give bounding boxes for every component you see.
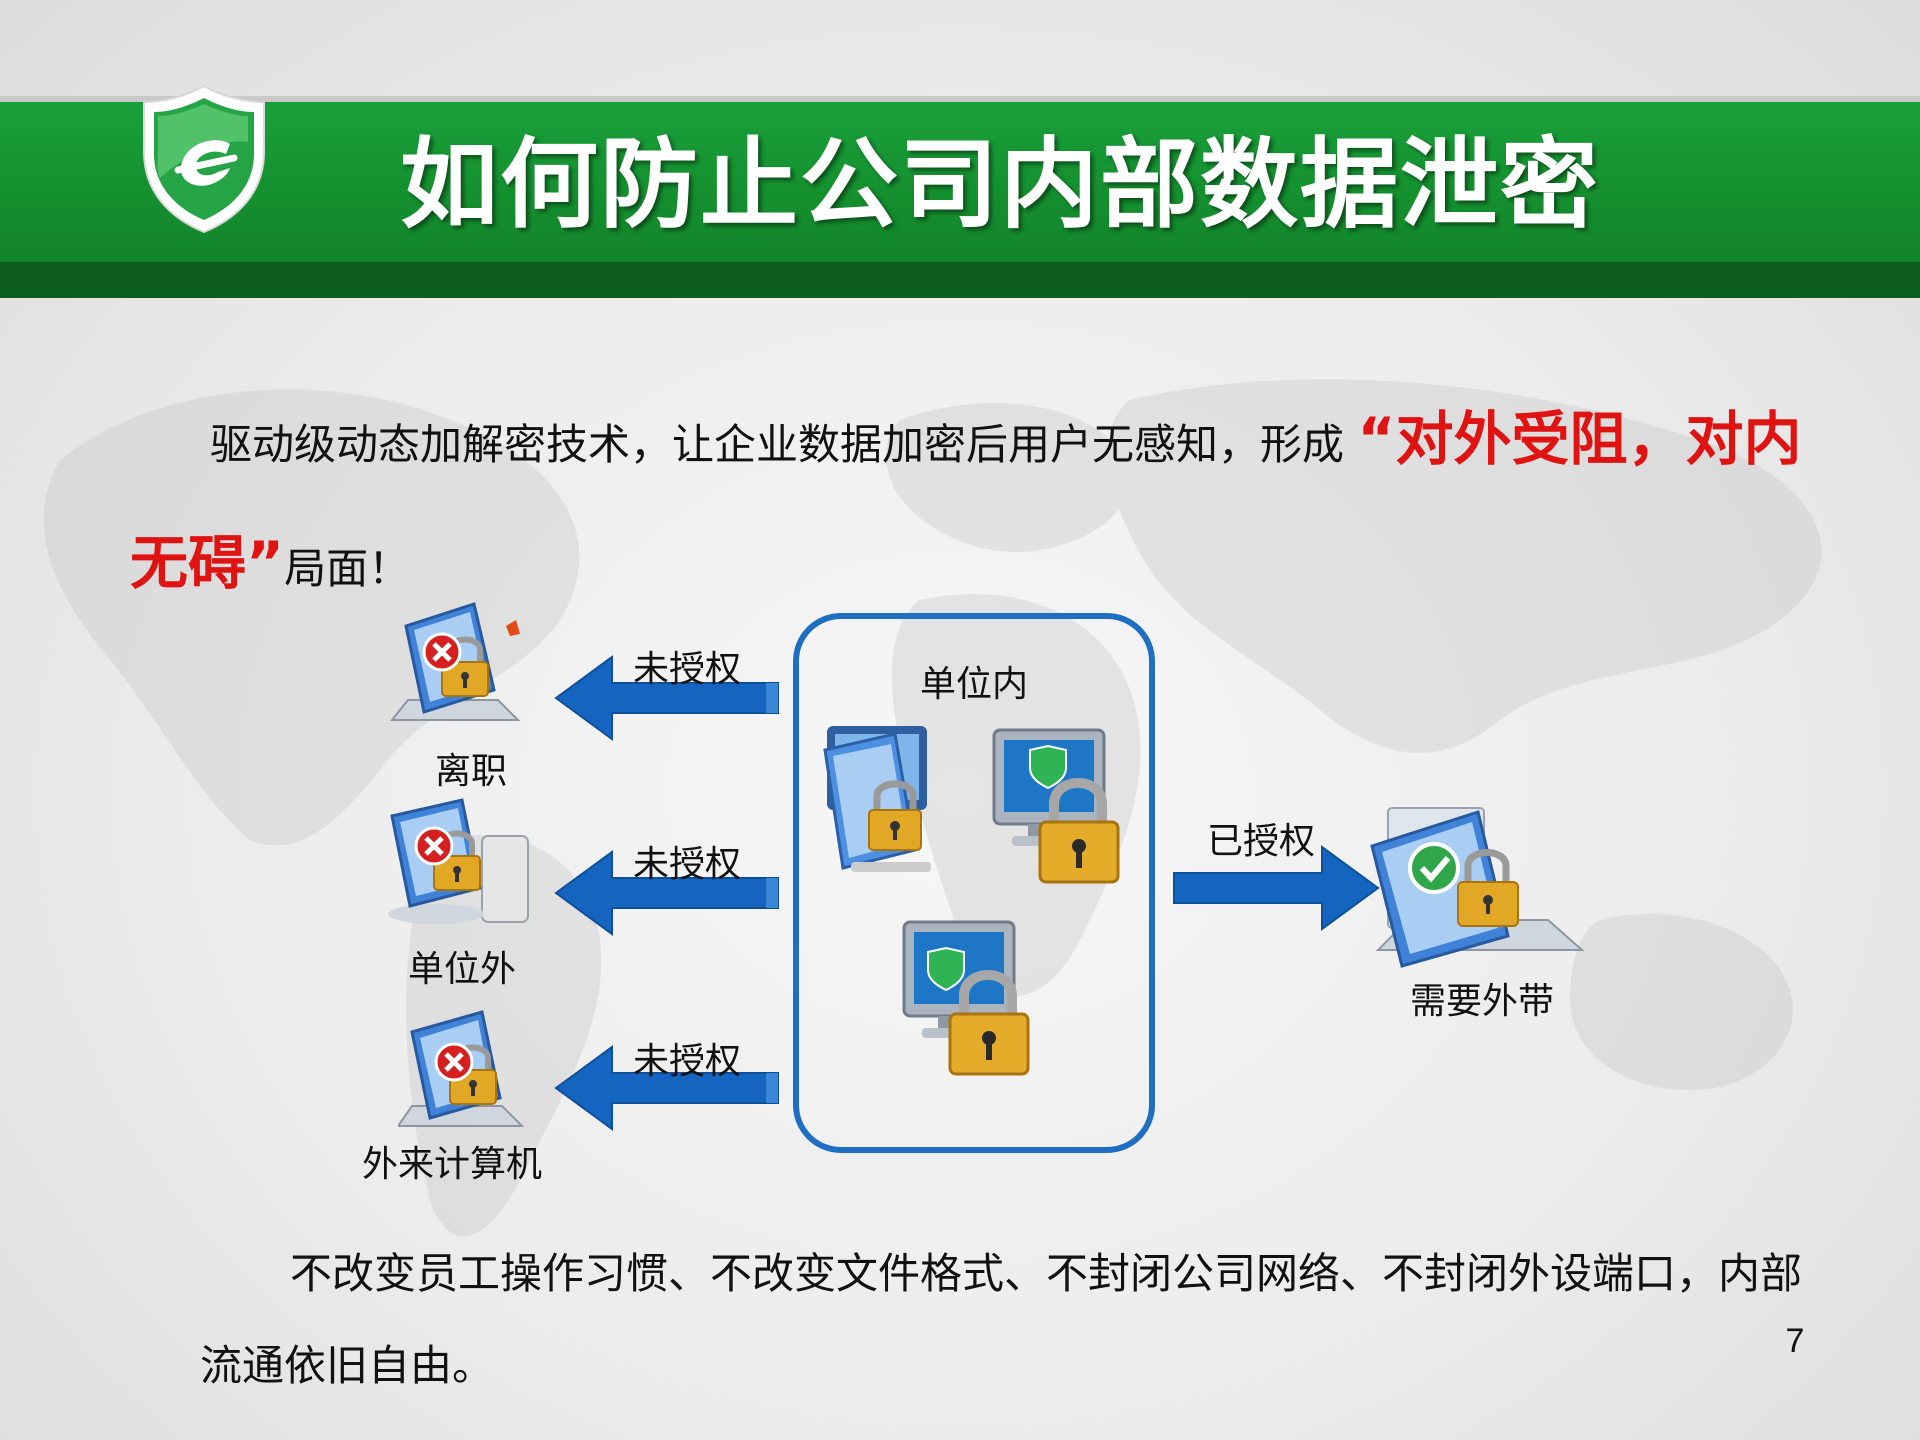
denied-desktop-icon bbox=[388, 798, 529, 924]
page-title: 如何防止公司内部数据泄密 bbox=[400, 128, 1601, 242]
page-number: 7 bbox=[1785, 1322, 1805, 1360]
unauthorized-label-1: 未授权 bbox=[633, 649, 742, 690]
resigned-label: 离职 bbox=[435, 751, 508, 792]
unauthorized-arrow-1 bbox=[554, 655, 779, 741]
foreign-computer-label: 外来计算机 bbox=[362, 1144, 543, 1185]
intro-paragraph: 驱动级动态加解密技术，让企业数据加密后用户无感知，形成 “对外受阻，对内无碍”局… bbox=[130, 380, 1840, 628]
unauthorized-label-2: 未授权 bbox=[633, 844, 742, 885]
outside-unit-label: 单位外 bbox=[408, 949, 517, 990]
outro-text: 不改变员工操作习惯、不改变文件格式、不封闭公司网络、不封闭外设端口，内部流通依旧… bbox=[200, 1249, 1803, 1390]
denied-foreign-computer-icon bbox=[398, 1010, 525, 1127]
unauthorized-arrow-2 bbox=[554, 850, 779, 936]
authorized-label: 已授权 bbox=[1207, 821, 1316, 862]
header-dark-stripe bbox=[0, 262, 1920, 298]
outro-paragraph: 不改变员工操作习惯、不改变文件格式、不封闭公司网络、不封闭外设端口，内部流通依旧… bbox=[200, 1228, 1840, 1412]
intro-highlight: “对外受阻，对内无碍” bbox=[130, 405, 1802, 597]
unauthorized-label-3: 未授权 bbox=[633, 1041, 742, 1082]
intro-text: 驱动级动态加解密技术，让企业数据加密后用户无感知，形成 bbox=[210, 420, 1345, 469]
inside-unit-label: 单位内 bbox=[920, 664, 1029, 705]
authorized-arrow bbox=[1173, 845, 1380, 931]
locked-computer-icon-2 bbox=[902, 920, 1030, 1076]
denied-laptop-icon bbox=[389, 602, 521, 721]
inside-unit-box bbox=[793, 613, 1155, 1153]
intro-suffix: 局面！ bbox=[284, 544, 411, 593]
need-carry-out-label: 需要外带 bbox=[1410, 981, 1555, 1022]
locked-computer-icon bbox=[992, 728, 1120, 884]
shield-logo-icon bbox=[143, 84, 265, 234]
encrypted-document-computer-icon bbox=[823, 726, 931, 872]
approved-laptop-icon bbox=[1370, 807, 1585, 968]
header-top-line bbox=[0, 96, 1920, 102]
unauthorized-arrow-3 bbox=[554, 1045, 779, 1131]
